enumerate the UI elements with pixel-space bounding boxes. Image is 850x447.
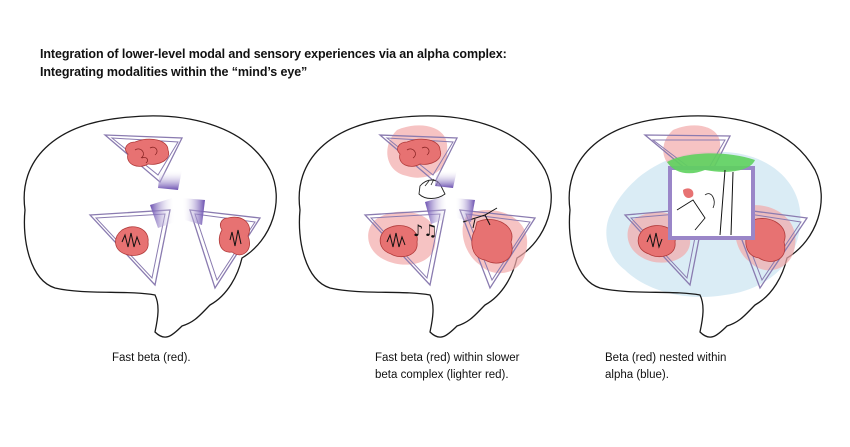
- connector-left: [150, 198, 175, 228]
- connector-left: [425, 196, 448, 224]
- top-region-triangle: [378, 125, 459, 184]
- music-note-icon: ♪♫: [413, 221, 438, 240]
- diagram-title-line2: Integrating modalities within the “mind’…: [40, 65, 308, 79]
- connector-top: [158, 170, 182, 190]
- brain-outline: [23, 115, 277, 338]
- brain-outline: [298, 115, 552, 338]
- caption-panel-3: Beta (red) nested within alpha (blue).: [605, 350, 825, 384]
- right-region-triangle: [189, 209, 262, 290]
- caption-line2: beta complex (lighter red).: [375, 369, 509, 381]
- caption-panel-2: Fast beta (red) within slower beta compl…: [375, 350, 595, 384]
- connector-right: [182, 198, 205, 225]
- panel-beta-complex: ♪♫: [298, 115, 552, 338]
- mind-eye-scene-icon: [667, 153, 755, 240]
- fast-beta-blob: [125, 138, 170, 167]
- panel-alpha-complex: [568, 115, 822, 338]
- left-region-triangle: [88, 209, 171, 287]
- svg-text:♪♫: ♪♫: [413, 221, 438, 240]
- panel-fast-beta: [23, 115, 277, 338]
- right-region-triangle: [729, 205, 809, 290]
- connector-right: [455, 198, 475, 222]
- top-region-triangle: [103, 134, 184, 184]
- left-region-triangle: [363, 209, 446, 287]
- brain-outline: [568, 115, 822, 338]
- fast-beta-blob: [471, 219, 513, 264]
- right-region-triangle: [459, 207, 537, 290]
- caption-line2: alpha (blue).: [605, 369, 669, 381]
- caption-line1: Fast beta (red) within slower: [375, 352, 520, 364]
- fast-beta-blob: [218, 216, 250, 256]
- connector-top: [435, 170, 457, 188]
- caption-line1: Fast beta (red).: [112, 352, 191, 364]
- caption-line1: Beta (red) nested within: [605, 352, 727, 364]
- fast-beta-blob: [397, 138, 442, 167]
- fast-beta-blob: [379, 225, 418, 258]
- caption-panel-1: Fast beta (red).: [112, 350, 332, 367]
- fast-beta-blob: [115, 226, 149, 256]
- diagram-title-line1: Integration of lower-level modal and sen…: [40, 47, 507, 61]
